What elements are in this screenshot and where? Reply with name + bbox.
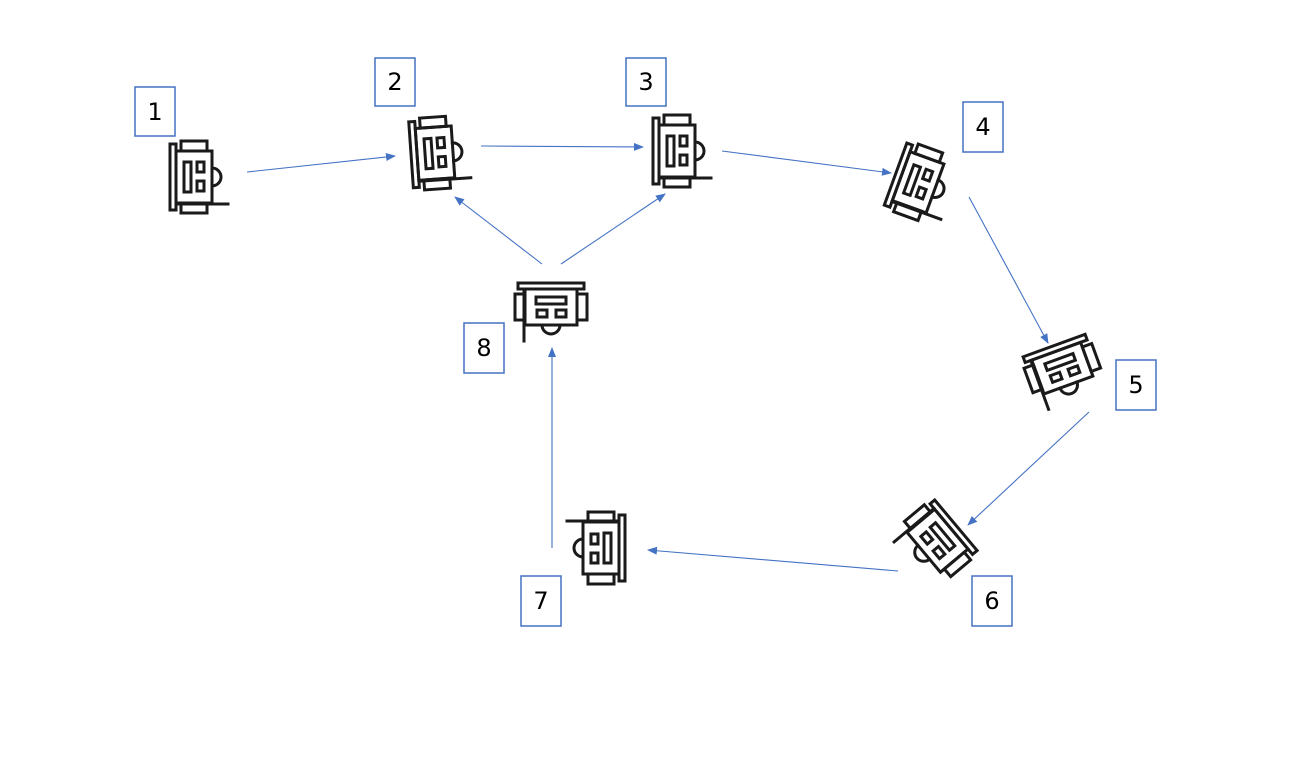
edges-layer: [246, 142, 1090, 572]
edge-3-to-4: [721, 150, 892, 176]
node-label-6: 6: [971, 575, 1013, 627]
icons-layer: [168, 113, 1110, 592]
node-label-text: 2: [387, 68, 402, 96]
node-label-text: 6: [984, 587, 999, 615]
node-label-4: 4: [962, 101, 1004, 153]
edge-2-to-3: [480, 142, 644, 151]
labels-layer: 1 2 3 4 5 6 7: [134, 57, 1157, 627]
node-label-text: 5: [1128, 371, 1143, 399]
robot-vacuum-icon: [168, 139, 230, 215]
edge-4-to-5: [968, 196, 1049, 344]
edge-8-to-2: [454, 196, 543, 265]
node-label-text: 8: [476, 334, 491, 362]
robot-vacuum-icon: [881, 138, 964, 230]
node-label-text: 3: [638, 68, 653, 96]
node-label-text: 1: [147, 98, 162, 126]
node-label-3: 3: [625, 57, 667, 107]
edge-1-to-2: [246, 152, 396, 173]
node-label-text: 4: [975, 113, 990, 141]
robot-vacuum-icon: [886, 496, 981, 592]
edge-5-to-6: [967, 411, 1090, 526]
edge-8-to-3: [560, 193, 666, 265]
node-label-7: 7: [520, 575, 562, 627]
node-label-8: 8: [463, 322, 505, 374]
node-label-text: 7: [533, 587, 548, 615]
robot-vacuum-icon: [1018, 331, 1110, 414]
robot-vacuum-icon: [407, 113, 473, 193]
robot-vacuum-icon: [565, 510, 627, 586]
node-label-1: 1: [134, 86, 176, 137]
robot-vacuum-icon: [651, 113, 713, 189]
node-label-5: 5: [1115, 359, 1157, 411]
robot-vacuum-icon: [513, 281, 589, 343]
node-label-2: 2: [374, 57, 416, 107]
edge-6-to-7: [647, 546, 899, 572]
